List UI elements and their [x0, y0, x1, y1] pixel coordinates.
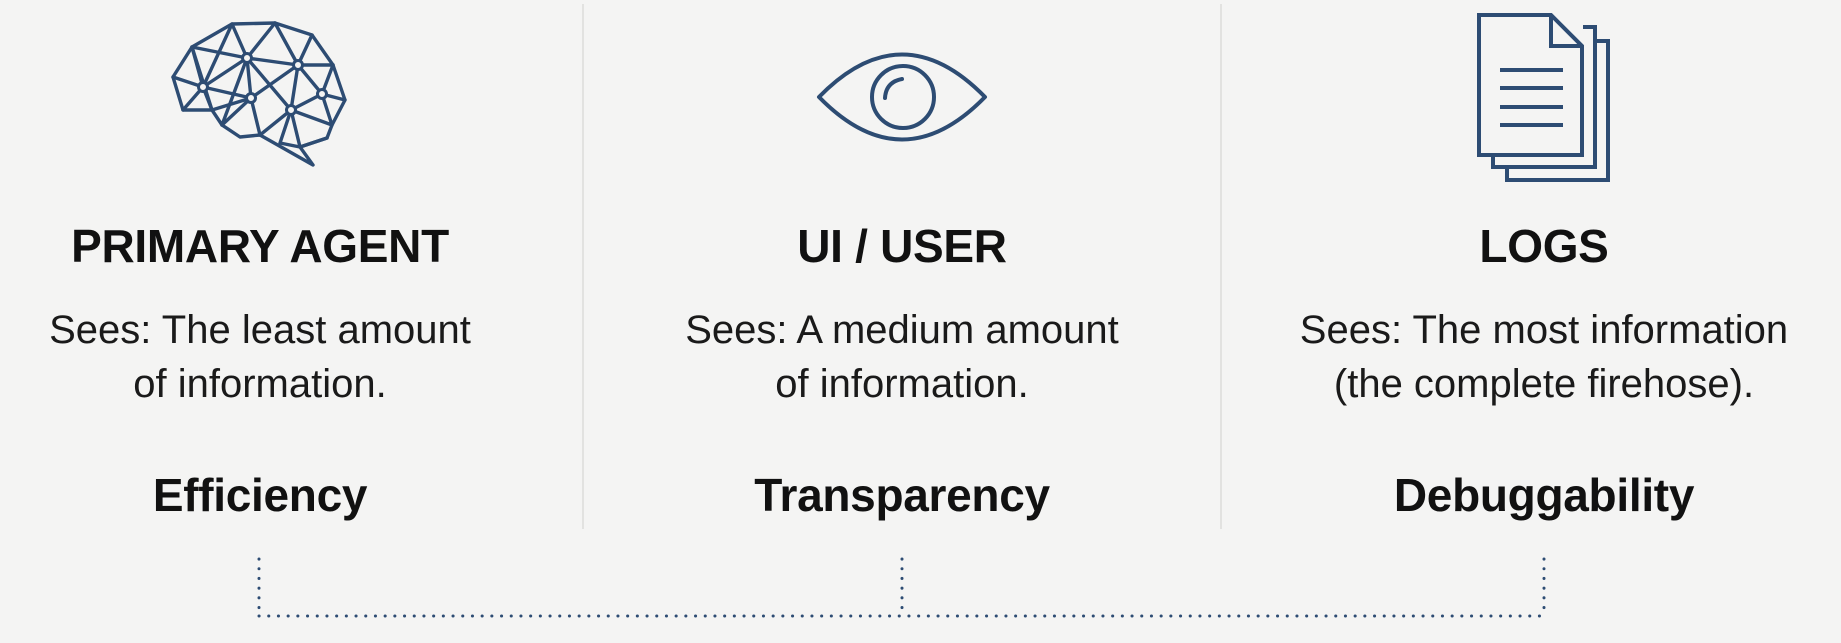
documents-stack-icon [1477, 13, 1610, 182]
primary-agent-description-line-2: of information. [133, 362, 387, 406]
eye-icon [817, 52, 987, 142]
ui-user-description-line-2: of information. [775, 362, 1029, 406]
column-divider-2 [1220, 4, 1222, 529]
column-ui-user: UI / USER Sees: A medium amount of infor… [642, 0, 1162, 540]
column-logs: LOGS Sees: The most information (the com… [1254, 0, 1834, 540]
primary-agent-description: Sees: The least amount of information. [0, 303, 520, 411]
ui-user-value: Transparency [754, 469, 1050, 521]
column-primary-agent: PRIMARY AGENT Sees: The least amount of … [0, 0, 520, 540]
logs-description-line-2: (the complete firehose). [1333, 362, 1755, 406]
primary-agent-description-line-1: Sees: The least amount [49, 308, 471, 352]
ui-user-description-line-1: Sees: A medium amount [685, 308, 1119, 352]
logs-heading: LOGS [1479, 220, 1609, 272]
brain-network-icon [171, 21, 347, 167]
column-divider-1 [582, 4, 584, 529]
primary-agent-heading: PRIMARY AGENT [71, 220, 449, 272]
logs-description-line-1: Sees: The most information [1299, 308, 1789, 352]
ui-user-heading: UI / USER [797, 220, 1007, 272]
ui-user-description: Sees: A medium amount of information. [642, 303, 1162, 411]
logs-value: Debuggability [1393, 469, 1695, 521]
primary-agent-value: Efficiency [152, 469, 368, 521]
logs-description: Sees: The most information (the complete… [1254, 303, 1834, 411]
